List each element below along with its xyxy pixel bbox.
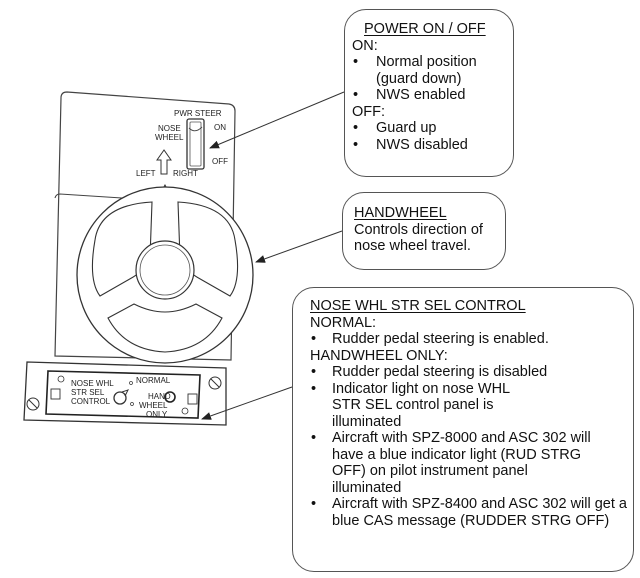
list-item: Indicator light on nose WHL STR SEL cont…: [310, 381, 532, 431]
nwss-leader-line: [201, 386, 293, 420]
nwss-handwheel-list: Rudder pedal steering is disabled Indica…: [310, 364, 633, 529]
selector-name-line1: NOSE WHL: [71, 379, 114, 388]
handwheel-callout-title: HANDWHEEL: [354, 205, 447, 221]
list-item: Rudder pedal steering is enabled.: [310, 331, 633, 348]
left-label: LEFT: [136, 169, 156, 178]
pwr-steer-switch[interactable]: [186, 118, 205, 170]
only-label: ONLY: [146, 410, 168, 419]
handwheel-desc-line1: Controls direction of: [354, 221, 483, 238]
list-item: Aircraft with SPZ-8400 and ASC 302 will …: [310, 496, 640, 529]
nose-whl-str-sel-callout: NOSE WHL STR SEL CONTROL NORMAL: Rudder …: [292, 287, 634, 572]
power-on-off-callout: POWER ON / OFF ON: Normal position (guar…: [344, 9, 514, 177]
handwheel-leader-line: [255, 230, 343, 263]
handwheel[interactable]: [76, 186, 254, 364]
list-item: Aircraft with SPZ-8000 and ASC 302 will …: [310, 430, 594, 496]
switch-on-label: ON: [214, 123, 226, 132]
normal-position-dot-icon: [129, 381, 133, 385]
power-off-heading: OFF:: [352, 103, 386, 120]
hand-label: HAND: [148, 392, 171, 401]
list-item: NWS disabled: [352, 137, 513, 154]
selector-name-line2: STR SEL: [71, 388, 105, 397]
nwss-handwheel-heading: HANDWHEEL ONLY:: [310, 347, 448, 364]
handwheel-position-dot-icon: [130, 402, 134, 406]
selector-name-line3: CONTROL: [71, 397, 111, 406]
right-label: RIGHT: [173, 169, 198, 178]
wheel-label: WHEEL: [155, 133, 184, 142]
list-item: Rudder pedal steering is disabled: [310, 364, 633, 381]
list-item: Normal position (guard down): [352, 54, 513, 87]
power-off-list: Guard up NWS disabled: [352, 120, 513, 153]
handwheel-callout: HANDWHEEL Controls direction of nose whe…: [342, 192, 506, 270]
nwss-callout-title: NOSE WHL STR SEL CONTROL: [310, 298, 526, 314]
power-leader-line: [209, 91, 345, 149]
direction-arrow-icon: [156, 149, 172, 175]
power-callout-title: POWER ON / OFF: [364, 21, 486, 37]
wheel-label-selector: WHEEL: [139, 401, 168, 410]
list-item: Guard up: [352, 120, 513, 137]
pwr-steer-label: PWR STEER: [174, 109, 222, 118]
handwheel-desc-line2: nose wheel travel.: [354, 238, 471, 254]
nose-whl-str-sel-control-panel: [23, 361, 227, 426]
power-on-heading: ON:: [352, 37, 378, 54]
nose-label: NOSE: [158, 124, 181, 133]
nose-whl-str-sel-knob[interactable]: [113, 389, 129, 405]
handwheel-only-indicator-light: [164, 391, 176, 403]
nwss-normal-heading: NORMAL:: [310, 314, 377, 331]
switch-off-label: OFF: [212, 157, 228, 166]
nwss-normal-list: Rudder pedal steering is enabled.: [310, 331, 633, 348]
list-item: NWS enabled: [352, 87, 513, 104]
power-on-list: Normal position (guard down) NWS enabled: [352, 54, 513, 104]
normal-label: NORMAL: [136, 376, 171, 385]
